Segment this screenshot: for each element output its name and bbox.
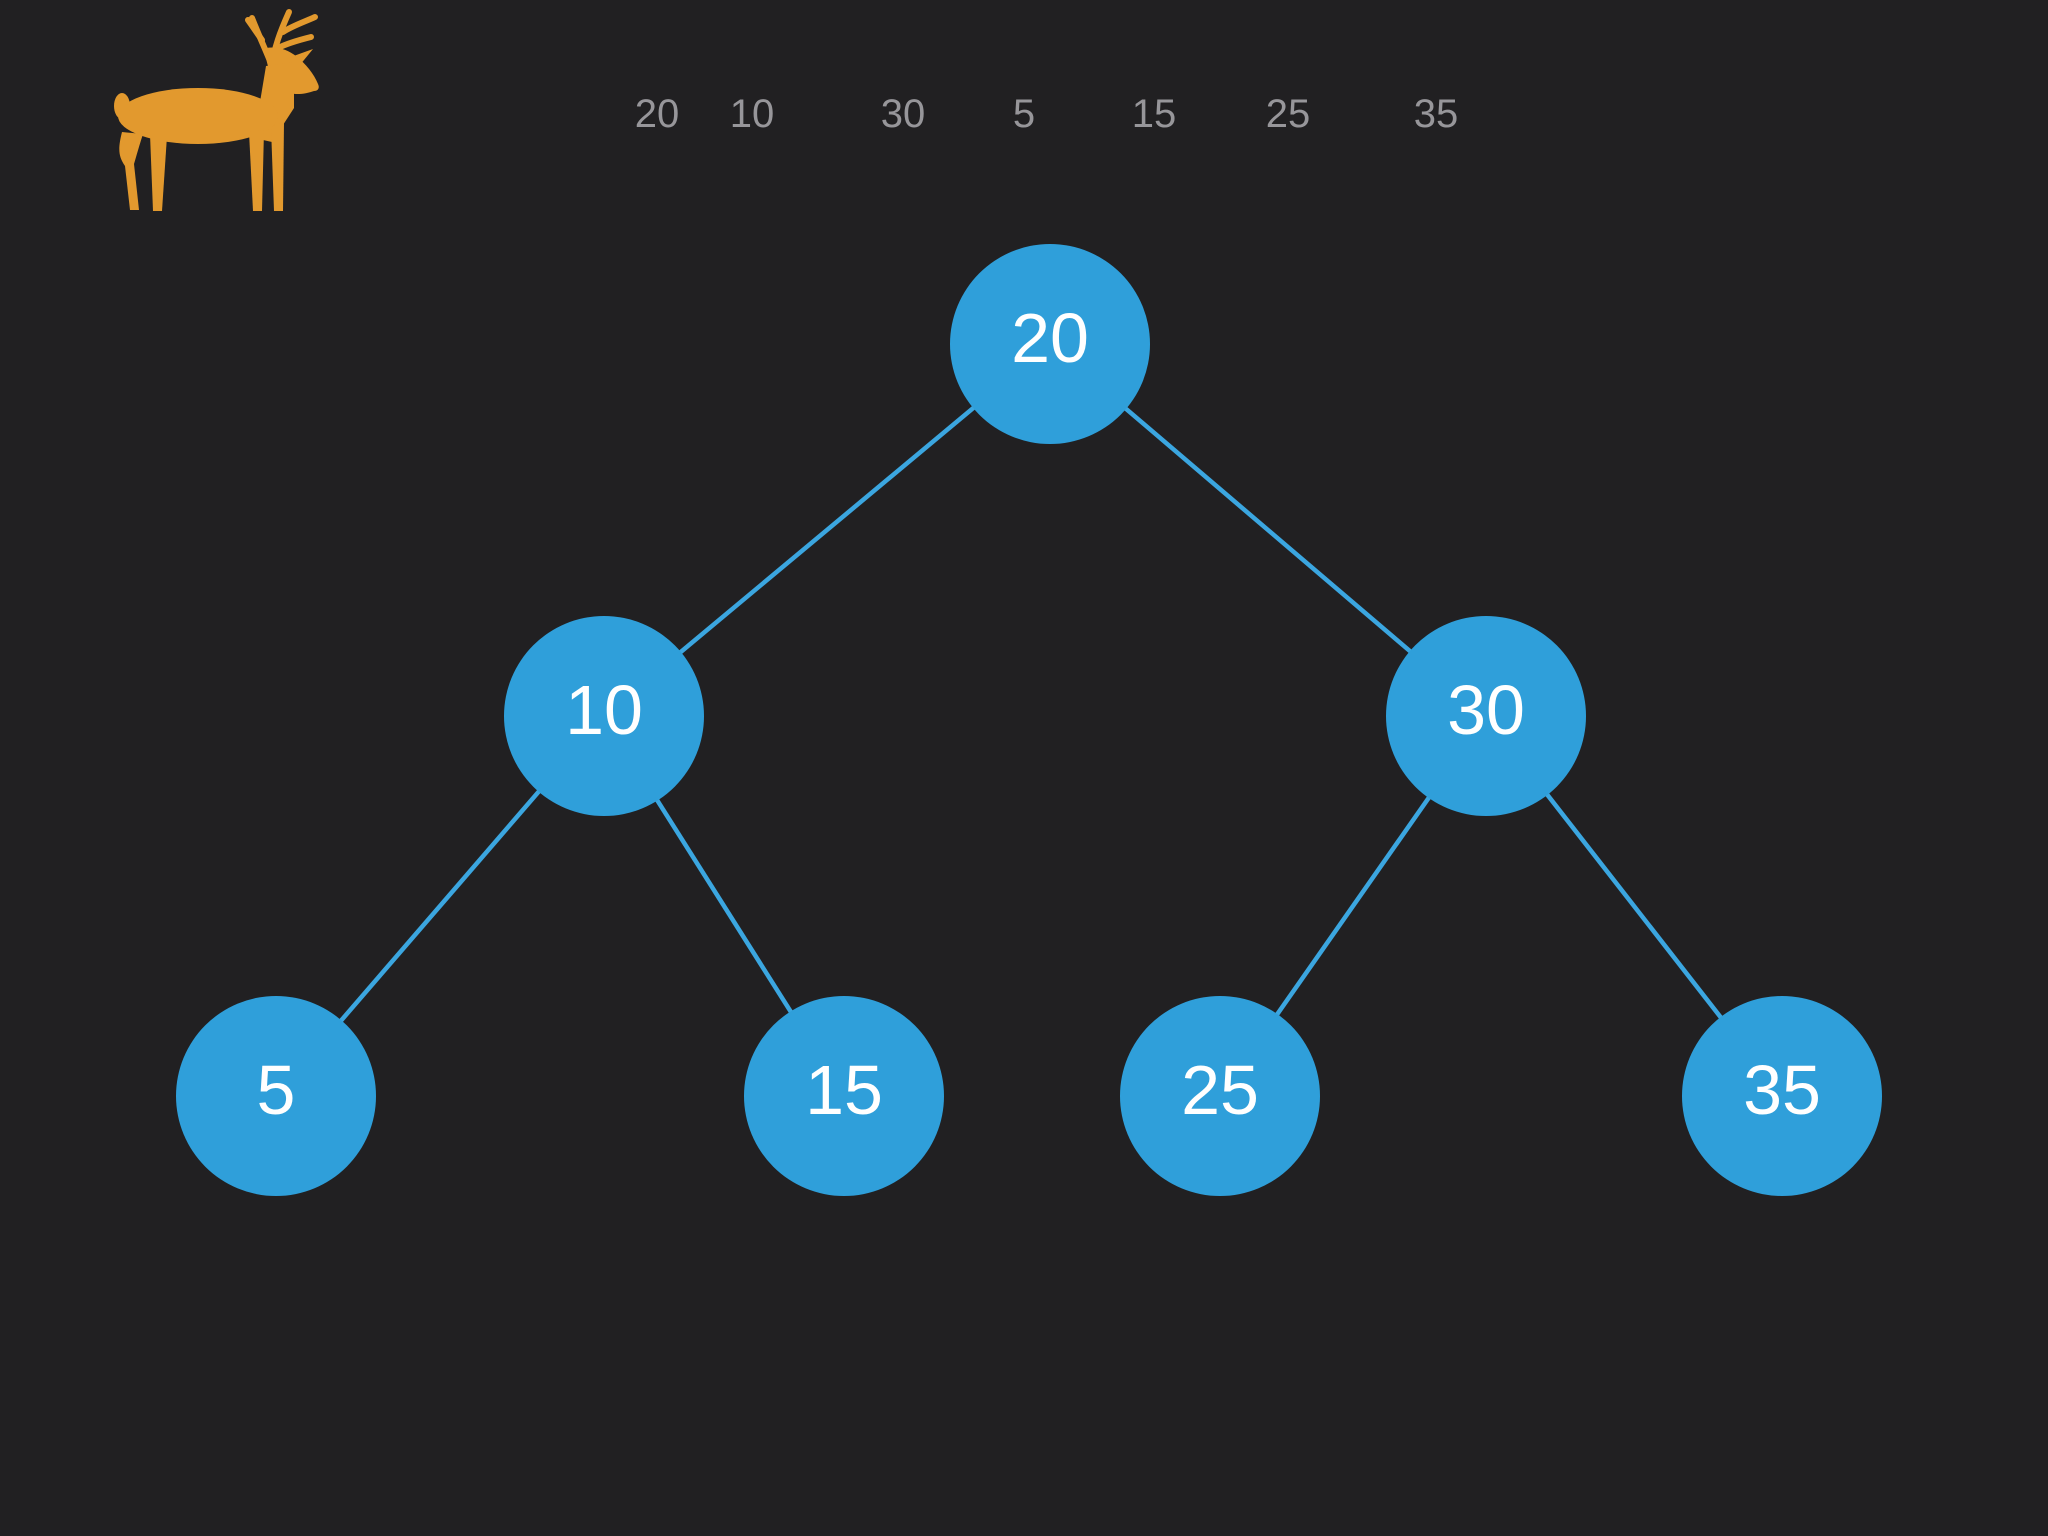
node-circle-30[interactable]	[1386, 616, 1586, 816]
node-label-20: 20	[1011, 299, 1089, 377]
sequence-item: 10	[730, 92, 775, 136]
node-circle-5[interactable]	[176, 996, 376, 1196]
node-label-30: 30	[1447, 671, 1525, 749]
sequence-item: 35	[1414, 92, 1459, 136]
deer-icon	[114, 9, 319, 211]
tree-node-10[interactable]: 10	[504, 616, 704, 816]
node-circle-15[interactable]	[744, 996, 944, 1196]
sequence-item: 20	[635, 92, 680, 136]
sequence-item: 25	[1266, 92, 1311, 136]
node-circle-20[interactable]	[950, 244, 1150, 444]
node-label-35: 35	[1743, 1051, 1821, 1129]
node-label-10: 10	[565, 671, 643, 749]
node-circle-10[interactable]	[504, 616, 704, 816]
tree-node-15[interactable]: 15	[744, 996, 944, 1196]
node-circle-35[interactable]	[1682, 996, 1882, 1196]
node-label-25: 25	[1181, 1051, 1259, 1129]
sequence-item: 15	[1132, 92, 1177, 136]
sequence-item: 5	[1013, 92, 1035, 136]
insertion-sequence: 20 10 30 5 15 25 35	[635, 92, 1459, 136]
deer-body	[114, 47, 319, 211]
tree-node-5[interactable]: 5	[176, 996, 376, 1196]
sequence-item: 30	[881, 92, 926, 136]
node-label-5: 5	[257, 1051, 296, 1129]
node-circle-25[interactable]	[1120, 996, 1320, 1196]
tree-node-35[interactable]: 35	[1682, 996, 1882, 1196]
tree-node-30[interactable]: 30	[1386, 616, 1586, 816]
tree-node-20[interactable]: 20	[950, 244, 1150, 444]
node-label-15: 15	[805, 1051, 883, 1129]
tree-node-25[interactable]: 25	[1120, 996, 1320, 1196]
